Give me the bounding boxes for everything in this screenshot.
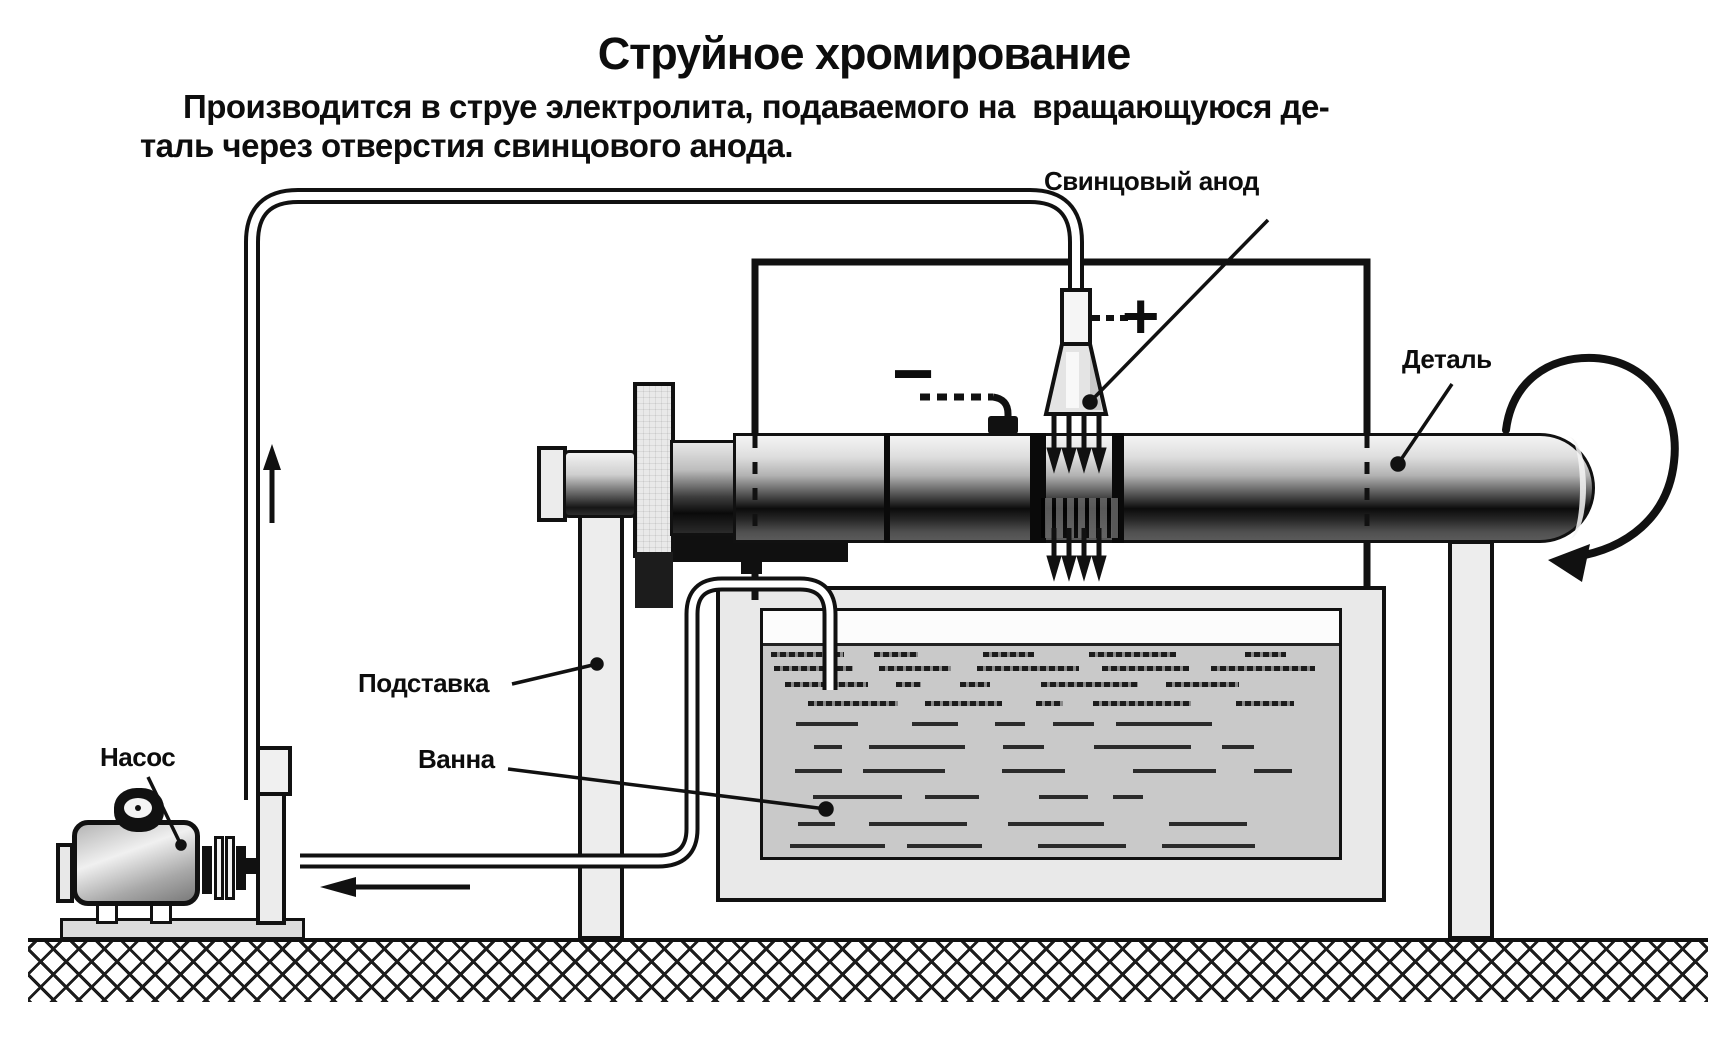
liquid-dash [1168,822,1248,826]
liquid-dash [1254,769,1292,773]
suction-drain-pipe [300,576,838,869]
liquid-dash [797,822,835,826]
rotation-arrow [1502,353,1679,582]
liquid-dash [796,722,859,726]
liquid-dash [808,701,898,706]
label-stand: Подставка [358,668,490,698]
liquid-dash [1093,745,1191,749]
shaft-mid-section [670,440,736,536]
liquid-dash [1038,844,1126,848]
liquid-dash [1092,701,1192,706]
minus-symbol: − [892,334,935,414]
liquid-dash [1002,769,1065,773]
spindle-flange-disc [633,382,675,558]
stand-right-leg [1448,540,1494,940]
liquid-dash [1113,795,1143,799]
coupling-disc [202,846,212,894]
liquid-dash [1161,844,1255,848]
description-line-1: Производится в струе электролита, подава… [183,88,1330,125]
liquid-dash [879,666,951,671]
page-title: Струйное хромирование [597,28,1132,79]
flange-lower-bracket [635,552,673,608]
liquid-dash [1003,745,1044,749]
liquid-dash [813,745,842,749]
leader-bath [507,767,834,817]
coupling-flange [225,836,235,900]
liquid-dash [1244,652,1287,657]
tray-drain-spout [741,538,762,574]
liquid-dash [924,701,1003,706]
pump-motor-body [72,820,200,906]
liquid-dash [869,822,967,826]
liquid-dash [983,652,1035,657]
liquid-dash [868,745,965,749]
label-pump: Насос [100,742,176,772]
liquid-dash [1132,769,1216,773]
liquid-dash [895,682,922,687]
liquid-dash [1053,722,1094,726]
label-part: Деталь [1402,344,1492,374]
leader-part [1390,383,1454,472]
liquid-dash [995,722,1025,726]
liquid-dash [1036,701,1064,706]
liquid-dash [1222,745,1255,749]
leader-pump [146,776,187,851]
cylinder-end-highlight [1552,437,1586,539]
liquid-dash [813,795,902,799]
bath-liquid [763,643,1339,857]
rotation-arrowhead [1548,544,1590,582]
plus-symbol: + [1122,280,1160,352]
liquid-dash [1088,652,1177,657]
liquid-dash [925,795,979,799]
coupling-shaft [246,858,260,874]
liquid-dash [1116,722,1213,726]
liquid-dash [1039,795,1089,799]
flow-arrow-left [320,877,470,897]
flow-arrow-up [263,444,281,523]
liquid-dash [1211,666,1316,671]
cathode-brush [920,393,1018,434]
leader-anode [1082,218,1270,410]
liquid-dash [959,682,990,687]
liquid-dash [1235,701,1294,706]
liquid-dash [1007,822,1105,826]
feed-pipe [244,188,1084,800]
pump-cap-dot [135,805,141,811]
coupling-flange [214,836,224,900]
liquid-dash [1102,666,1189,671]
liquid-dash [1165,682,1239,687]
liquid-dash [862,769,946,773]
liquid-dash [874,652,919,657]
liquid-dash [774,666,853,671]
liquid-dash [906,844,982,848]
electrolyte-drain-arrows [1046,528,1107,582]
liquid-dash [1040,682,1139,687]
liquid-dash [794,769,842,773]
part-cylinder [733,433,1595,543]
label-lead-anode: Свинцовый анод [1044,166,1259,196]
power-wire-frame [751,258,1371,600]
pump-base-plate [60,918,305,940]
leader-stand [511,657,604,686]
ground-hatch [28,938,1708,1002]
cylinder-seam [884,433,890,543]
description-line-2: таль через отверстия свинцового анода. [140,127,794,164]
liquid-dash [911,722,959,726]
coupling-disc [236,846,246,890]
liquid-dash [790,844,886,848]
liquid-dash [771,652,844,657]
label-bath: Ванна [418,744,495,774]
liquid-dash [977,666,1080,671]
electrolyte-jet-arrows [1046,414,1107,474]
spindle-stub-shaft [563,450,637,518]
